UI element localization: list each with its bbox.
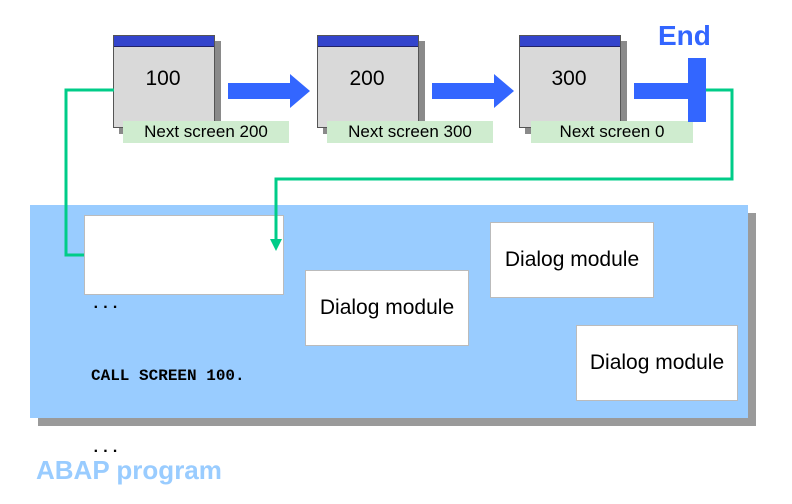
code-line-1: ...: [91, 295, 120, 313]
dialog-module-2: Dialog module: [490, 222, 659, 303]
screen-number: 300: [551, 67, 587, 90]
next-screen-label-100: Next screen 200: [123, 121, 289, 143]
screen-titlebar: [520, 36, 620, 47]
screen-number: 100: [145, 67, 181, 90]
screen-100[interactable]: 100: [113, 35, 221, 134]
code-line-3: ...: [91, 439, 120, 457]
abap-program-label: ABAP program: [36, 455, 222, 485]
call-screen-code-box: ... CALL SCREEN 100. ...: [84, 215, 289, 457]
screen-titlebar: [114, 36, 214, 47]
flow-arrow-icon: [228, 74, 514, 108]
next-screen-label-300: Next screen 0: [531, 121, 693, 143]
connector-line: [64, 88, 114, 257]
dialog-module-1: Dialog module: [305, 270, 474, 351]
next-screen-label-200: Next screen 300: [327, 121, 493, 143]
arrow-down-icon: [270, 239, 282, 251]
dialog-module-3: Dialog module: [576, 325, 743, 406]
code-line-2: CALL SCREEN 100.: [91, 367, 245, 385]
screen-number: 200: [349, 67, 385, 90]
end-terminator-icon: [634, 58, 706, 122]
screen-titlebar: [318, 36, 418, 47]
end-label: End: [658, 20, 711, 51]
return-connector-line: [274, 88, 734, 240]
screen-200[interactable]: 200: [317, 35, 425, 134]
